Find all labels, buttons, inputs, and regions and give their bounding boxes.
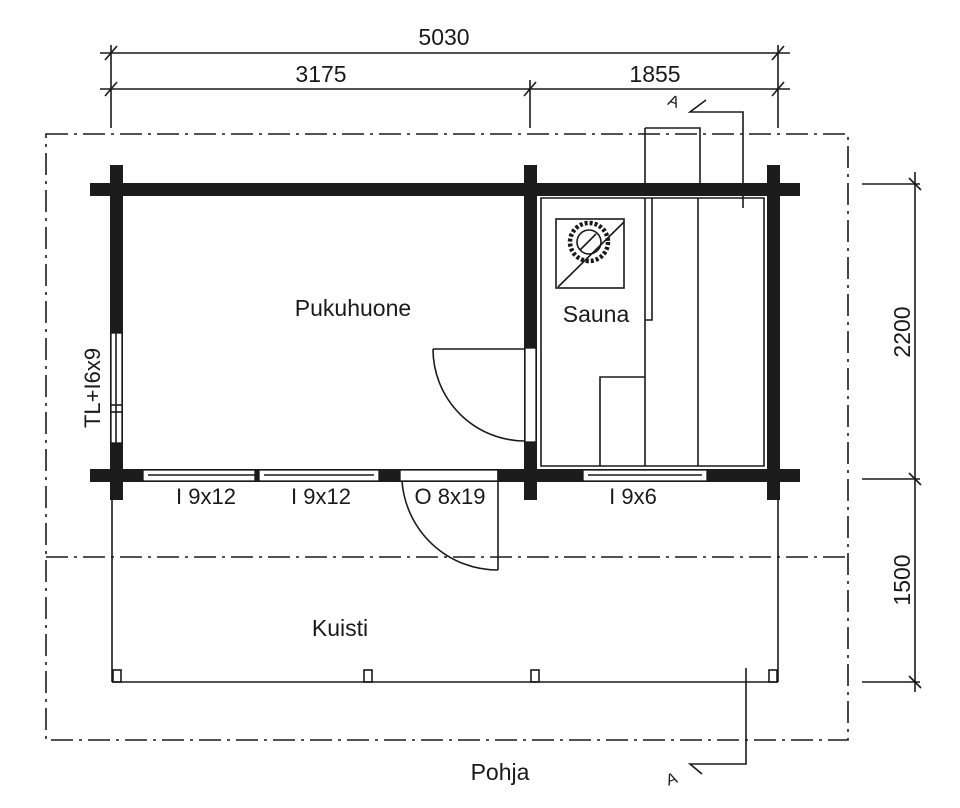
sauna-window-label: I 9x6	[609, 484, 657, 509]
dimension-building-depth: 2200	[889, 306, 915, 357]
room-label-dressing-room: Pukuhuone	[295, 295, 411, 321]
room-label-porch: Kuisti	[312, 615, 368, 641]
interior-door	[432, 347, 537, 443]
side-window: TL+I6x9	[80, 332, 123, 444]
sauna-interior	[540, 197, 765, 467]
front-window-1-label: I 9x12	[176, 484, 236, 509]
dimension-overall-width: 5030	[418, 24, 469, 50]
section-marker-top: A	[666, 92, 682, 112]
dimension-porch-depth: 1500	[889, 554, 915, 605]
front-window-2-label: I 9x12	[291, 484, 351, 509]
porch: Kuisti	[111, 482, 779, 683]
side-window-label: TL+I6x9	[80, 348, 105, 428]
walls	[90, 165, 800, 500]
front-window-2: I 9x12	[255, 469, 380, 509]
room-label-sauna: Sauna	[563, 301, 630, 327]
chimney	[644, 127, 701, 185]
right-dimensions: 2200 1500	[862, 172, 922, 692]
front-door: O 8x19	[399, 469, 499, 571]
door-swing-icon	[401, 480, 499, 571]
sauna-window: I 9x6	[582, 469, 708, 509]
top-dimensions: 5030 3175 1855	[100, 24, 790, 128]
section-marker-bottom: A	[664, 770, 680, 790]
front-window-1: I 9x12	[142, 469, 256, 509]
section-arrow-icon-bottom: A	[664, 668, 747, 790]
sauna-stove-icon	[555, 218, 625, 289]
dimension-dressing-room-width: 3175	[295, 61, 346, 87]
drawing-title: Pohja	[471, 759, 530, 785]
dimension-sauna-width: 1855	[629, 61, 680, 87]
front-door-label: O 8x19	[415, 484, 486, 509]
roof-outline	[45, 133, 849, 741]
